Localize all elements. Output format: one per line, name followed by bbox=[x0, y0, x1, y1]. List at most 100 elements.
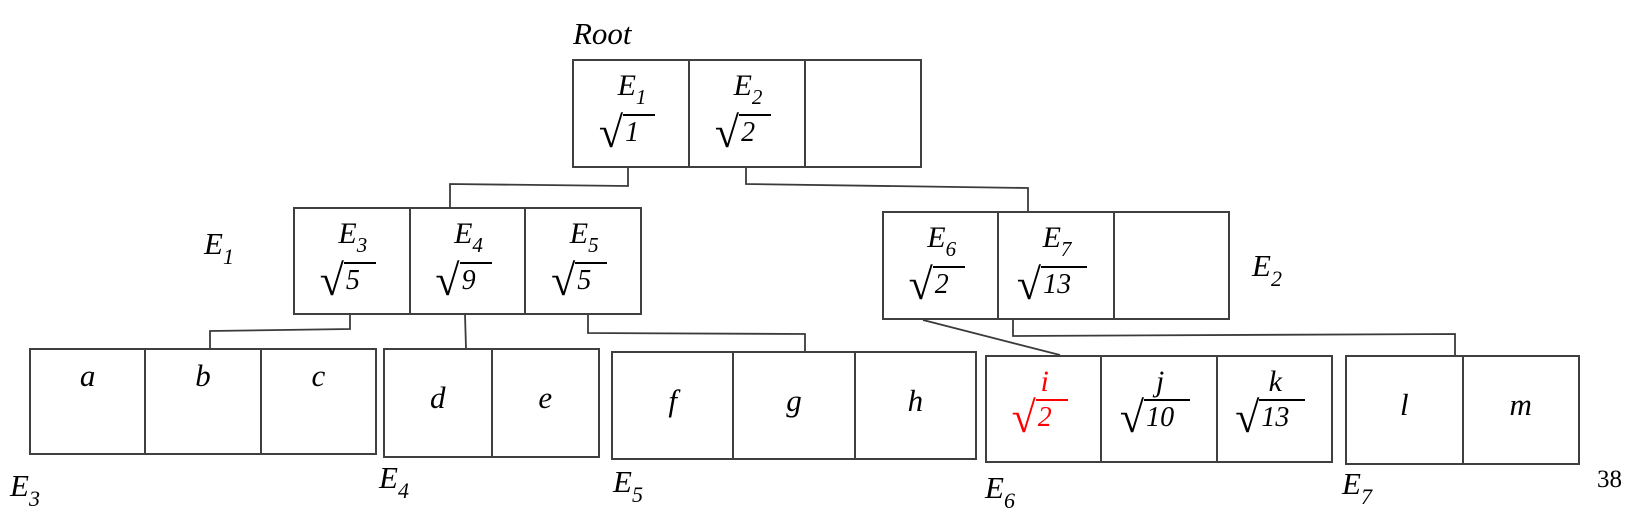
node-cell: E4√9 bbox=[411, 209, 527, 313]
entry-distance-value: √9 bbox=[435, 259, 492, 303]
node-cell: h bbox=[856, 353, 975, 458]
entry-number: 5 bbox=[575, 262, 608, 296]
leaf-letter: m bbox=[1509, 387, 1532, 422]
node-cell: i√2 bbox=[987, 357, 1103, 461]
node-label-e3: E3 bbox=[10, 468, 40, 511]
node-cell: e bbox=[493, 350, 599, 456]
entry-label: k bbox=[1245, 365, 1305, 399]
entry-distance-value: √10 bbox=[1120, 396, 1191, 440]
entry-base: E bbox=[733, 69, 752, 102]
radical-sign-icon: √ bbox=[714, 108, 740, 157]
leaf-letter: l bbox=[1399, 387, 1409, 422]
node-cell: l bbox=[1347, 357, 1464, 463]
radical-sign-icon: √ bbox=[598, 108, 624, 157]
node-cell: g bbox=[734, 353, 856, 458]
radical-sign-icon: √ bbox=[1011, 393, 1036, 442]
leaf-node-e3: a b c bbox=[29, 348, 377, 455]
connector-e2-e6 bbox=[922, 319, 1061, 356]
entry-number: 13 bbox=[1041, 266, 1088, 300]
leaf-node-e5: f g h bbox=[611, 351, 977, 460]
leaf-letter: f bbox=[668, 383, 677, 418]
entry-label: E6 bbox=[919, 221, 965, 266]
node-label-e6: E6 bbox=[985, 470, 1015, 513]
entry-number: 5 bbox=[343, 262, 376, 296]
entry-base: E bbox=[569, 217, 589, 250]
entry-distance-value: √13 bbox=[1235, 396, 1306, 440]
connector-root-e2 bbox=[745, 168, 1029, 211]
connector-e1-e3 bbox=[209, 315, 351, 348]
entry-label: E4 bbox=[445, 217, 491, 262]
entry-subscript: 5 bbox=[588, 233, 599, 257]
index-entry: E3√5 bbox=[320, 209, 376, 313]
entry-base: E bbox=[338, 217, 357, 250]
entry-subscript: 2 bbox=[751, 85, 763, 109]
leaf-letter: g bbox=[786, 383, 802, 418]
connector-e2-e7 bbox=[1012, 320, 1456, 355]
connector-e1-e5 bbox=[587, 315, 806, 351]
node-cell: E5√5 bbox=[526, 209, 640, 313]
entry-distance-value: √1 bbox=[598, 108, 656, 157]
node-cell: E6√2 bbox=[884, 213, 1000, 318]
entry-distance-value: √5 bbox=[551, 259, 608, 303]
node-cells: a b c bbox=[31, 350, 375, 453]
entry-label: E3 bbox=[330, 217, 376, 262]
node-cell: E3√5 bbox=[295, 209, 411, 313]
entry-number: 2 bbox=[932, 266, 965, 300]
index-entry: E5√5 bbox=[551, 209, 608, 313]
entry-distance-value: √13 bbox=[1016, 260, 1088, 309]
node-cell: a bbox=[31, 350, 147, 453]
entry-number: 1 bbox=[623, 114, 656, 148]
entry-label: E1 bbox=[609, 69, 655, 114]
connector-e1-e4 bbox=[464, 314, 467, 349]
node-cell: c bbox=[262, 350, 375, 453]
page-number: 38 bbox=[1597, 466, 1622, 493]
node-label-e7: E7 bbox=[1342, 466, 1372, 509]
root-label: Root bbox=[573, 18, 632, 49]
radical-sign-icon: √ bbox=[1016, 260, 1042, 309]
index-entry: E6√2 bbox=[909, 213, 965, 318]
node-label-e5: E5 bbox=[613, 464, 643, 507]
entry-base: E bbox=[927, 221, 946, 254]
entry-subscript: 3 bbox=[356, 233, 368, 257]
leaf-letter: e bbox=[538, 380, 553, 415]
index-entry: i√2 bbox=[1012, 357, 1068, 461]
entry-number: 9 bbox=[459, 262, 492, 296]
entry-letter: i bbox=[1040, 365, 1049, 398]
index-entry: E7√13 bbox=[1016, 213, 1088, 318]
node-cell: b bbox=[146, 350, 262, 453]
entry-number: 10 bbox=[1144, 399, 1191, 433]
entry-subscript: 6 bbox=[945, 237, 957, 261]
node-cell: d bbox=[385, 350, 493, 456]
root-label-text: Root bbox=[573, 16, 632, 51]
entry-subscript: 7 bbox=[1060, 237, 1072, 261]
entry-distance-value: √2 bbox=[909, 263, 965, 307]
leaf-letter: d bbox=[430, 380, 446, 415]
node-label-e4: E4 bbox=[379, 460, 409, 503]
node-cell: E7√13 bbox=[999, 213, 1115, 318]
entry-subscript: 1 bbox=[635, 85, 647, 109]
node-cell: m bbox=[1464, 357, 1579, 463]
entry-number: 2 bbox=[1035, 399, 1068, 433]
index-entry: E4√9 bbox=[435, 209, 492, 313]
index-entry: j√10 bbox=[1120, 357, 1191, 461]
leaf-letter: b bbox=[195, 358, 211, 393]
node-cell: E2√2 bbox=[690, 61, 806, 166]
entry-distance-value: √5 bbox=[320, 259, 376, 303]
node-cell bbox=[1115, 213, 1228, 318]
node-cell: E1√1 bbox=[574, 61, 690, 166]
entry-distance-value: √2 bbox=[714, 108, 772, 157]
entry-letter: j bbox=[1155, 365, 1165, 398]
entry-base: E bbox=[454, 217, 473, 250]
entry-label: j bbox=[1130, 365, 1190, 399]
node-cell: f bbox=[613, 353, 735, 458]
